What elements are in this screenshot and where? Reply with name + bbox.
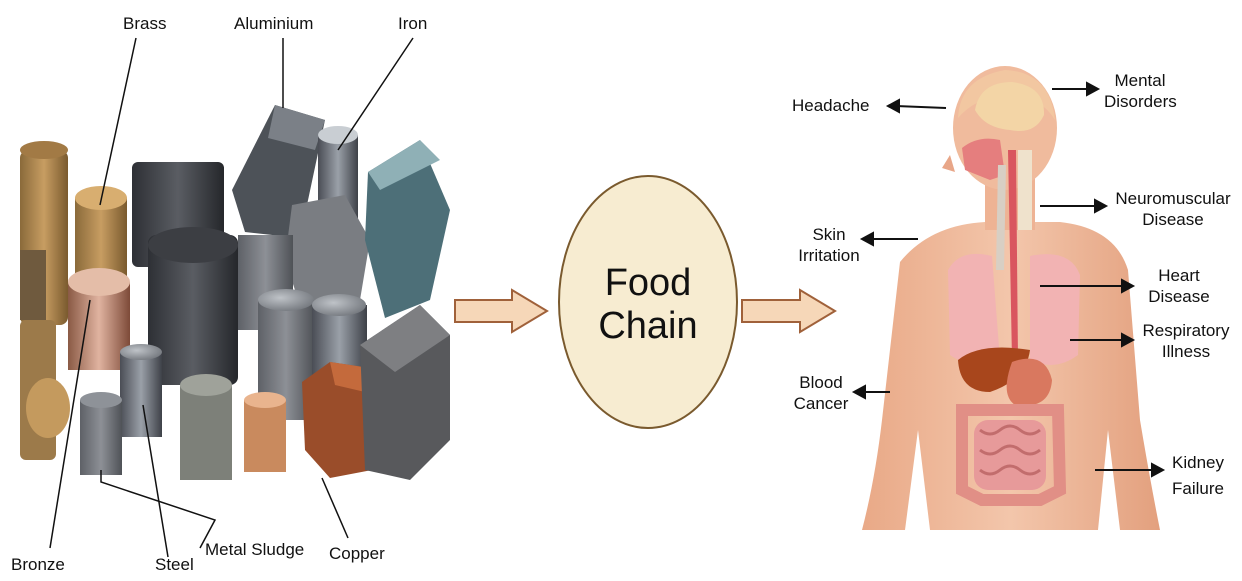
skin-irritation-label: Skin Irritation — [790, 224, 868, 266]
kidney-failure-line-2: Failure — [1166, 476, 1230, 502]
steel-label: Steel — [155, 554, 194, 575]
blood-cancer-line-2: Cancer — [788, 393, 854, 414]
copper-label: Copper — [329, 543, 385, 564]
skin-irritation-line-2: Irritation — [790, 245, 868, 266]
blood-cancer-line-1: Blood — [788, 372, 854, 393]
respiratory-illness-label: Respiratory Illness — [1134, 320, 1238, 362]
heart-disease-line-2: Disease — [1135, 286, 1223, 307]
neuromuscular-line-1: Neuromuscular — [1108, 188, 1238, 209]
headache-arrow — [888, 100, 899, 112]
blood-cancer-label: Blood Cancer — [788, 372, 854, 414]
kidney-failure-label: Kidney Failure — [1166, 450, 1230, 502]
iron-leader-line — [338, 38, 413, 150]
mental-disorders-label: Mental Disorders — [1104, 70, 1176, 112]
mental-disorders-line-2: Disorders — [1104, 91, 1176, 112]
respiratory-illness-line-2: Illness — [1134, 341, 1238, 362]
iron-label: Iron — [398, 13, 427, 34]
food-chain-line-2: Chain — [560, 305, 736, 348]
food-chain-label: Food Chain — [560, 262, 736, 348]
human-body-illustration — [862, 66, 1160, 530]
neuromuscular-line-2: Disease — [1108, 209, 1238, 230]
skin-irritation-line-1: Skin — [790, 224, 868, 245]
blood-cancer-arrow — [854, 386, 865, 398]
brass-leader-line — [100, 38, 136, 205]
arrow-from-food-chain — [742, 290, 835, 332]
heart-disease-line-1: Heart — [1135, 265, 1223, 286]
respiratory-illness-line-1: Respiratory — [1134, 320, 1238, 341]
kidney-failure-line-1: Kidney — [1166, 450, 1230, 476]
metal-samples-illustration — [20, 105, 450, 480]
brass-label: Brass — [123, 13, 166, 34]
heart-disease-label: Heart Disease — [1135, 265, 1223, 307]
mental-disorders-line-1: Mental — [1104, 70, 1176, 91]
aluminium-label: Aluminium — [234, 13, 313, 34]
kidney-failure-arrow — [1152, 464, 1163, 476]
neuromuscular-disease-label: Neuromuscular Disease — [1108, 188, 1238, 230]
food-chain-line-1: Food — [560, 262, 736, 305]
copper-leader-line — [322, 478, 348, 538]
metal-sludge-label: Metal Sludge — [205, 539, 304, 560]
arrow-to-food-chain — [455, 290, 547, 332]
headache-label: Headache — [792, 95, 870, 116]
mental-disorders-arrow — [1087, 83, 1098, 95]
metal-sludge-leader-line — [101, 470, 215, 548]
bronze-label: Bronze — [11, 554, 65, 575]
neuromuscular-arrow — [1095, 200, 1106, 212]
